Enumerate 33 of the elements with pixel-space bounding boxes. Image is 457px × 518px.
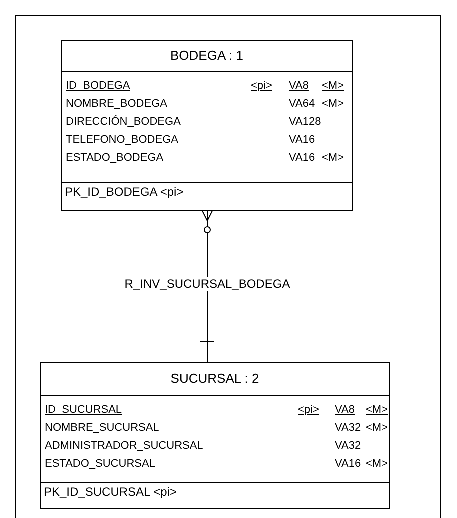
attribute-property: VA128 [289, 115, 322, 130]
entity-name: BODEGA : 1 [170, 48, 244, 63]
attribute-property: VA16 [289, 133, 316, 148]
attribute-property: <M> [366, 421, 388, 436]
attribute-name: ID_BODEGA [66, 79, 130, 94]
attribute-property: <M> [322, 97, 344, 112]
attribute-property: VA64 [289, 97, 316, 112]
attribute-property: <M> [322, 151, 344, 166]
attribute-property: <pi> [298, 403, 320, 418]
edge-label: R_INV_SUCURSAL_BODEGA [122, 277, 292, 291]
attribute-name: ADMINISTRADOR_SUCURSAL [45, 439, 204, 454]
attribute-property: VA16 [335, 457, 362, 472]
entity-name: SUCURSAL : 2 [170, 371, 260, 386]
attribute-property: VA8 [335, 403, 355, 418]
attribute-name: NOMBRE_SUCURSAL [45, 421, 160, 436]
key-row: PK_ID_SUCURSAL <pi> [41, 482, 389, 508]
attribute-name: TELEFONO_BODEGA [66, 133, 178, 148]
attribute-property: <M> [366, 403, 388, 418]
attribute-property: <M> [322, 79, 344, 94]
attribute-property: VA8 [289, 79, 309, 94]
attribute-property: <M> [366, 457, 388, 472]
entity-table [40, 362, 390, 509]
attribute-name: NOMBRE_BODEGA [66, 97, 168, 112]
attribute-name: DIRECCIÓN_BODEGA [66, 114, 181, 130]
entity-table [61, 40, 353, 211]
attribute-property: VA32 [335, 421, 362, 436]
attribute-name: ID_SUCURSAL [45, 403, 122, 418]
attribute-name: ESTADO_BODEGA [66, 151, 164, 166]
attribute-property: VA16 [289, 151, 316, 166]
attribute-property: VA32 [335, 439, 362, 454]
key-row: PK_ID_BODEGA <pi> [62, 182, 352, 210]
attribute-property: <pi> [251, 79, 272, 94]
attribute-name: ESTADO_SUCURSAL [45, 457, 156, 472]
